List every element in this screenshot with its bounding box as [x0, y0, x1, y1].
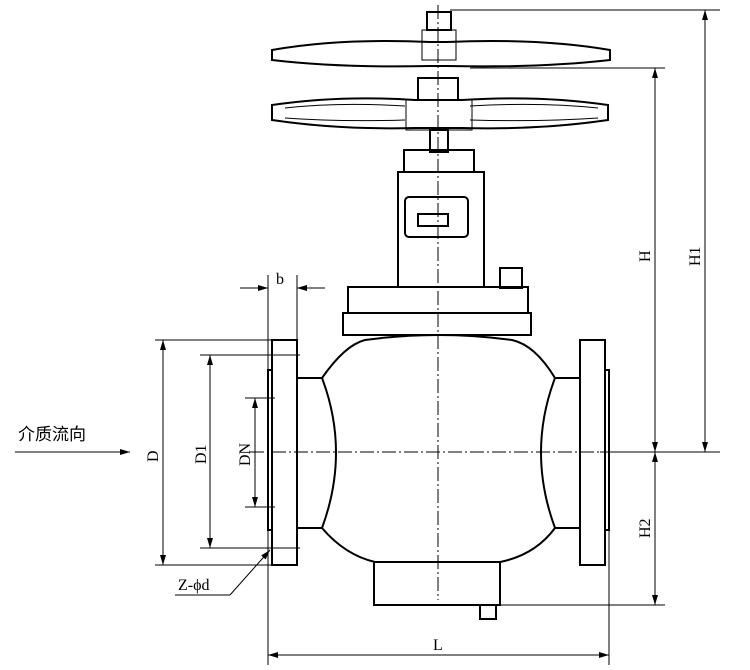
dim-b: b	[276, 271, 284, 288]
dim-H1: H1	[687, 246, 704, 266]
lower-handwheel	[271, 77, 609, 131]
valve-body	[267, 334, 610, 620]
dim-D1: D1	[193, 444, 210, 464]
bolt-holes-label: Z-ϕd	[178, 577, 210, 594]
dim-DN: DN	[237, 442, 254, 466]
dim-D: D	[145, 450, 162, 462]
dim-H: H	[637, 250, 654, 262]
dim-L: L	[433, 637, 443, 654]
stem	[429, 129, 449, 153]
upper-handwheel	[271, 11, 611, 68]
dim-H2: H2	[637, 518, 654, 538]
dimensions	[15, 9, 720, 665]
bonnet	[342, 149, 532, 336]
flow-direction-label: 介质流向	[18, 425, 86, 445]
